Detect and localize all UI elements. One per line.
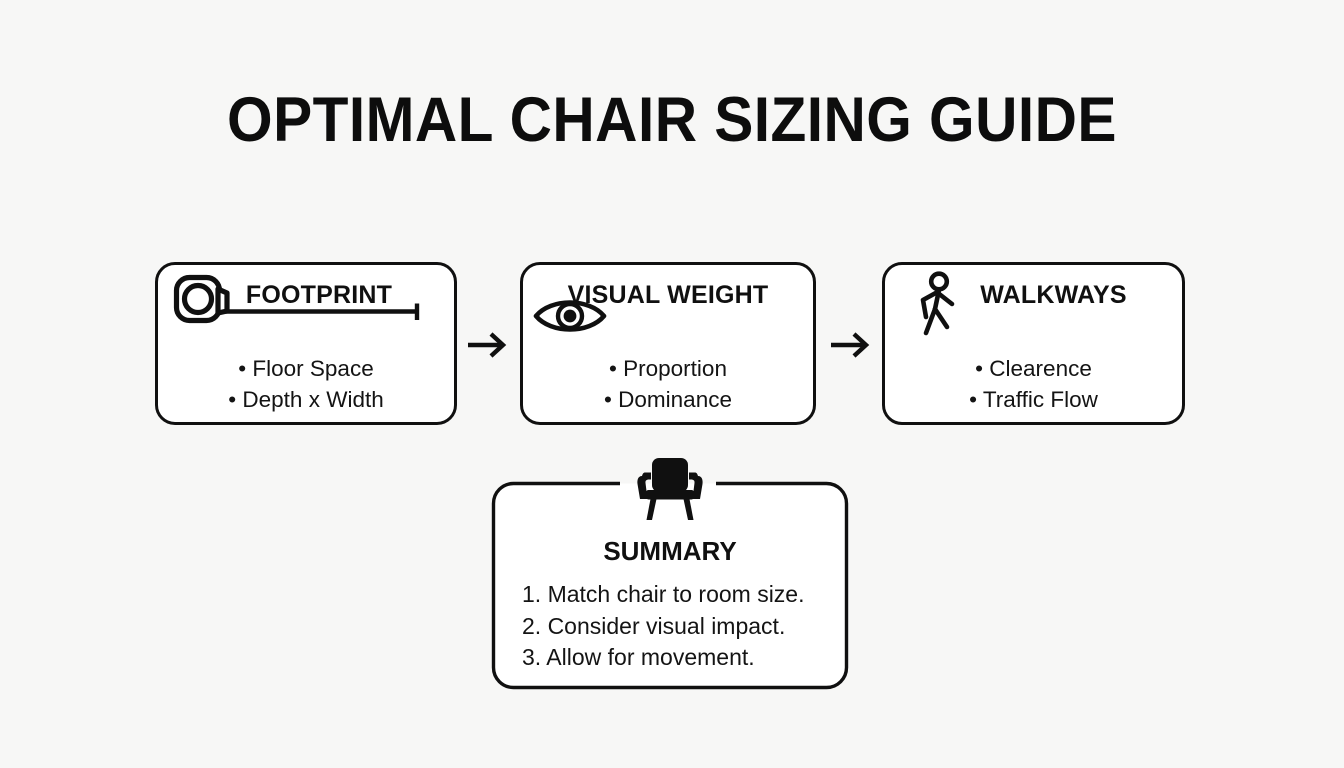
steps-row: FOOTPRINT • Floor Space • Depth x Width … bbox=[155, 262, 1185, 427]
arrow-right-icon bbox=[465, 330, 511, 360]
step-bullets: • Floor Space • Depth x Width bbox=[158, 353, 454, 415]
step-card-visual-weight[interactable]: VISUAL WEIGHT • Proportion • Dominance bbox=[520, 262, 816, 425]
step-title: VISUAL WEIGHT bbox=[567, 281, 769, 309]
walking-person-icon bbox=[909, 271, 963, 346]
bullet-item: • Floor Space bbox=[238, 356, 374, 381]
bullet-item: • Depth x Width bbox=[228, 387, 384, 412]
tape-measure-icon bbox=[172, 273, 432, 330]
summary-frame bbox=[491, 481, 849, 690]
bullet-item: • Dominance bbox=[604, 387, 732, 412]
bullet-item: • Proportion bbox=[609, 356, 727, 381]
summary-panel[interactable]: SUMMARY 1. Match chair to room size. 2. … bbox=[491, 458, 849, 690]
summary-list-item: 1. Match chair to room size. bbox=[522, 581, 805, 607]
step-card-footprint[interactable]: FOOTPRINT • Floor Space • Depth x Width bbox=[155, 262, 457, 425]
step-card-walkways[interactable]: WALKWAYS • Clearence • Traffic Flow bbox=[882, 262, 1185, 425]
summary-title: SUMMARY bbox=[603, 536, 737, 566]
step-title: WALKWAYS bbox=[980, 281, 1127, 309]
step-bullets: • Clearence • Traffic Flow bbox=[885, 353, 1182, 415]
page-title: OPTIMAL CHAIR SIZING GUIDE bbox=[227, 85, 1117, 155]
bullet-item: • Traffic Flow bbox=[969, 387, 1098, 412]
summary-list-item: 2. Consider visual impact. bbox=[522, 612, 786, 639]
step-card-header: VISUAL WEIGHT bbox=[523, 265, 813, 332]
armchair-icon bbox=[635, 457, 705, 526]
summary-list: 1. Match chair to room size. 2. Consider… bbox=[522, 579, 805, 674]
arrow-right-icon bbox=[828, 330, 874, 360]
step-bullets: • Proportion • Dominance bbox=[523, 353, 813, 415]
step-title: FOOTPRINT bbox=[245, 281, 393, 309]
bullet-item: • Clearence bbox=[975, 356, 1092, 381]
summary-list-item: 3. Allow for movement. bbox=[522, 644, 755, 670]
eye-icon bbox=[531, 293, 609, 344]
step-card-header: FOOTPRINT bbox=[158, 265, 454, 327]
step-card-header: WALKWAYS bbox=[885, 265, 1182, 336]
